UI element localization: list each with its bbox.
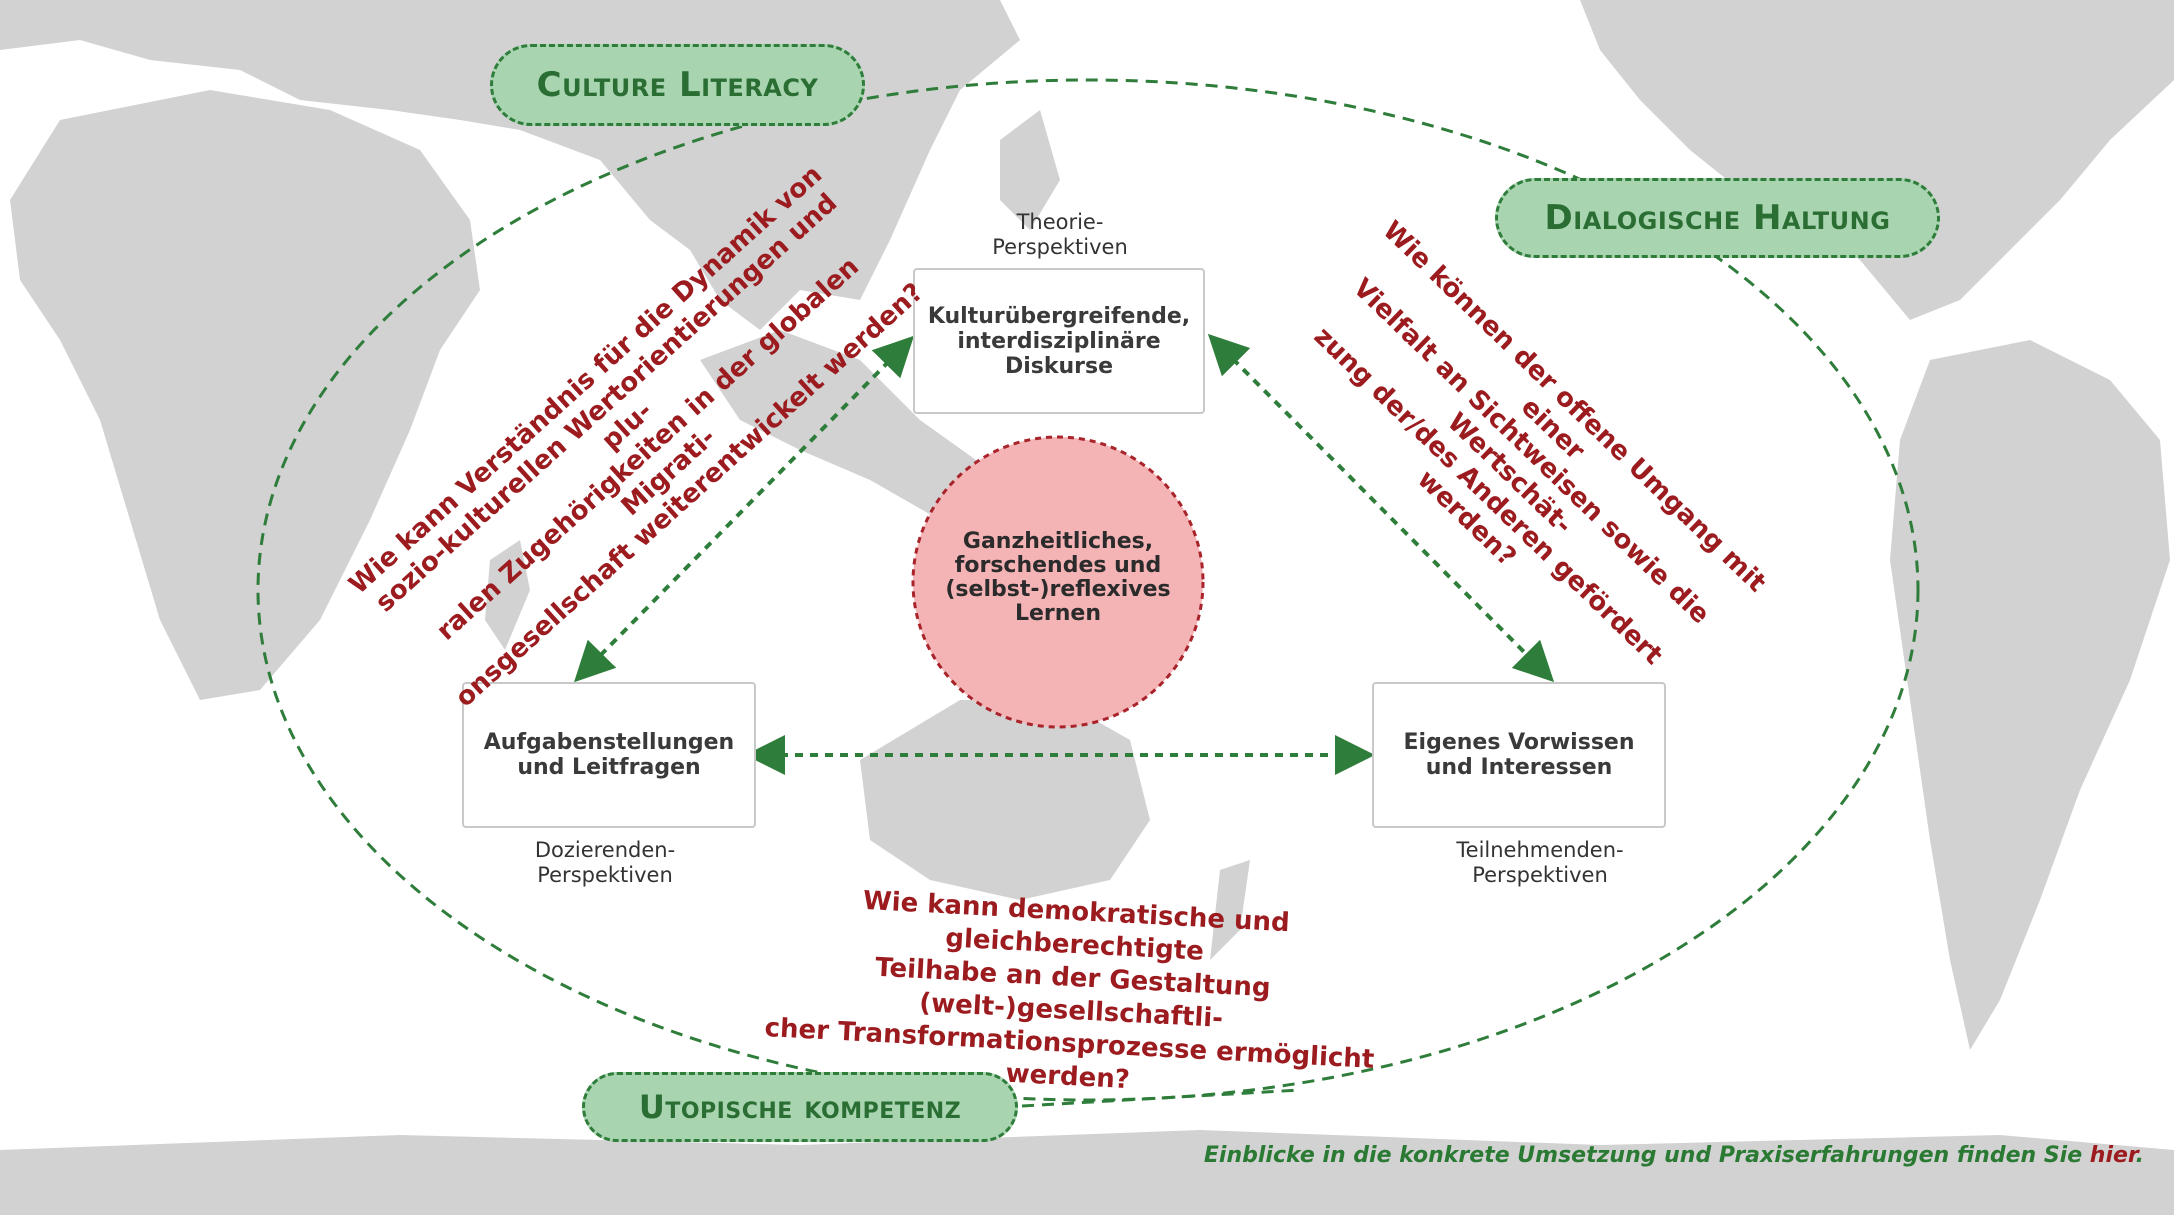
land-antarctica	[0, 1130, 2174, 1215]
land-madagascar	[485, 540, 530, 650]
land-south-america	[1890, 340, 2170, 1050]
box-participant: Eigenes Vorwissen und Interessen	[1372, 682, 1666, 828]
box-teacher: Aufgabenstellungen und Leitfragen	[462, 682, 756, 828]
pill-utopische-kompetenz: Utopische kompetenz	[582, 1072, 1018, 1142]
box-theory: Kulturübergreifende, interdisziplinäre D…	[913, 268, 1205, 414]
land-new-zealand	[1210, 860, 1250, 960]
pill-culture-literacy: Culture Literacy	[490, 44, 865, 126]
pill-connector-line	[1021, 1088, 1301, 1108]
center-label: Ganzheitliches, forschendes und (selbst-…	[945, 529, 1171, 626]
footer-link-hier[interactable]: hier	[2089, 1143, 2136, 1168]
footer-end: .	[2135, 1143, 2144, 1168]
land-australia	[860, 700, 1150, 900]
competence-ellipse	[256, 78, 1920, 1102]
question-bottom: Wie kann demokratische und gleichberecht…	[763, 885, 1375, 1096]
perspective-teacher: Dozierenden- Perspektiven	[534, 838, 676, 887]
footer-text: Einblicke in die konkrete Umsetzung und …	[1203, 1143, 2090, 1168]
perspective-participant: Teilnehmenden- Perspektiven	[1456, 838, 1624, 887]
pill-dialogische-haltung: Dialogische Haltung	[1495, 178, 1940, 258]
land-japan	[1000, 110, 1060, 230]
arrow-theory-participant	[1207, 333, 1555, 683]
land-africa	[10, 90, 480, 700]
land-north-america	[1580, 0, 2174, 320]
footer-note: Einblicke in die konkrete Umsetzung und …	[1204, 1143, 2144, 1168]
perspective-theory: Theorie- Perspektiven	[992, 210, 1128, 259]
